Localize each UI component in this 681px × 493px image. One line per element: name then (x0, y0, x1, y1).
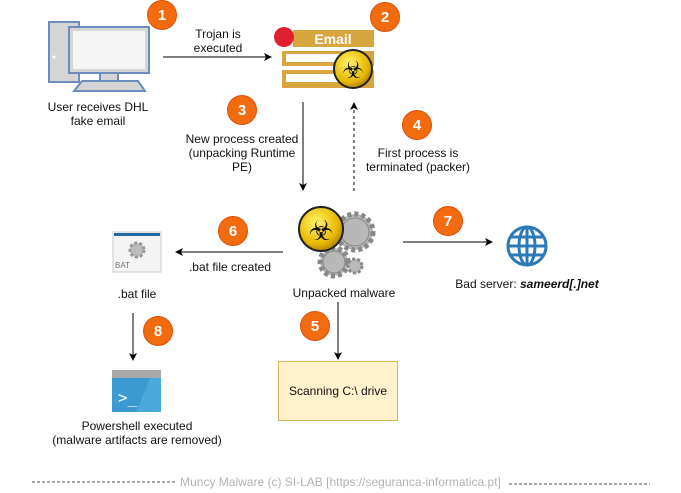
scanning-box: Scanning C:\ drive (278, 361, 398, 421)
step-badge-1: 1 (147, 0, 177, 30)
powershell-icon: >_ (112, 370, 161, 412)
scanning-label: Scanning C:\ drive (288, 384, 388, 398)
step-badge-6: 6 (218, 216, 248, 246)
step-badge-5: 5 (300, 311, 330, 341)
bat-created-label: .bat file created (188, 260, 272, 274)
step-badge-8: 8 (143, 316, 173, 346)
powershell-label: Powershell executed (malware artifacts a… (52, 419, 222, 447)
footer-credit: Muncy Malware (c) SI-LAB [https://segura… (180, 475, 501, 489)
desktop-computer-icon (48, 21, 150, 92)
new-process-label: New process created (unpacking Runtime P… (185, 132, 299, 174)
email-biohazard-icon: Email ☣ (274, 27, 374, 89)
svg-text:☣: ☣ (308, 215, 333, 246)
svg-text:BAT: BAT (115, 261, 130, 270)
bat-file-icon: BAT (112, 231, 162, 273)
step-badge-4: 4 (402, 110, 432, 140)
svg-text:☣: ☣ (342, 57, 364, 84)
step-badge-7: 7 (433, 206, 463, 236)
globe-icon (506, 225, 548, 267)
user-label: User receives DHL fake email (47, 100, 149, 128)
email-icon-text: Email (314, 31, 351, 47)
step-badge-3: 3 (227, 95, 257, 125)
terminated-label: First process is terminated (packer) (365, 146, 471, 174)
step-badge-2: 2 (370, 2, 400, 32)
svg-text:>_: >_ (118, 388, 138, 407)
malware-label: Unpacked malware (292, 286, 396, 300)
bad-server-domain: sameerd[.]net (520, 277, 599, 291)
bad-server-prefix: Bad server: (455, 277, 520, 291)
trojan-label: Trojan is executed (193, 27, 243, 55)
bad-server-label: Bad server: sameerd[.]net (455, 277, 598, 291)
bat-file-label: .bat file (117, 287, 157, 301)
biohazard-gears-icon: ☣ (298, 206, 376, 279)
